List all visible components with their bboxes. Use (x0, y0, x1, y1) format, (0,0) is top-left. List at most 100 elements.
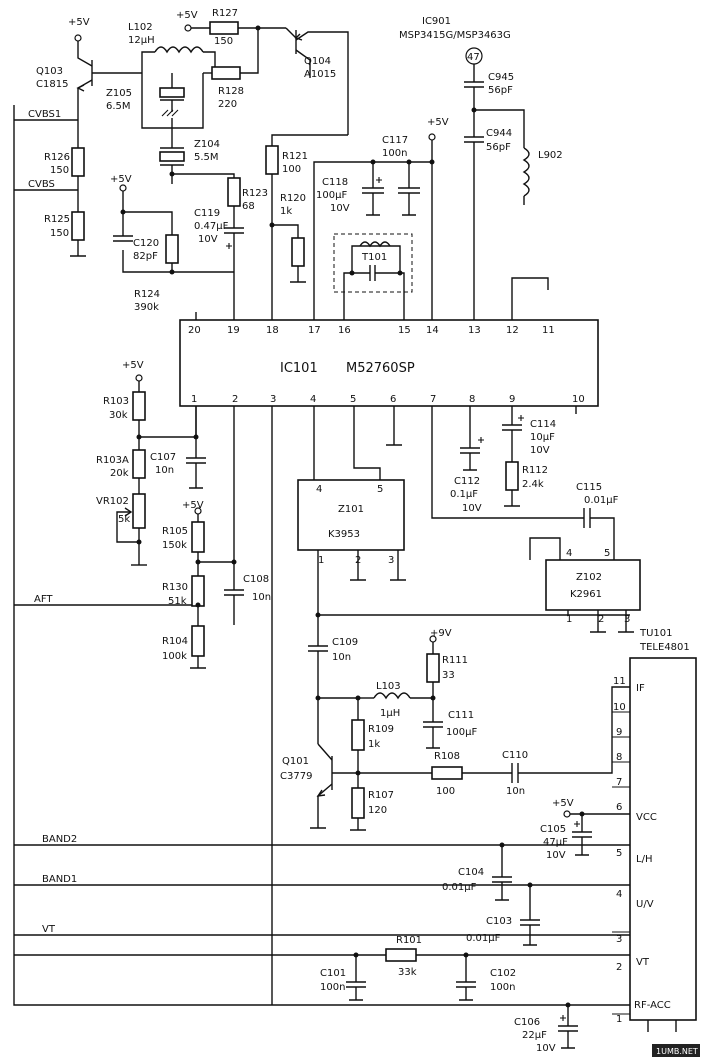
t101-ref: T101 (361, 252, 387, 263)
l102-ref: L102 (128, 22, 153, 33)
tu101-tuner (629, 657, 697, 1032)
tuner-pin-7: 7 (616, 777, 622, 788)
c105-val: 47μF (543, 837, 568, 848)
net-label-cvbs: CVBS (28, 179, 55, 190)
c109-capacitor (308, 615, 358, 744)
r125-ref: R125 (44, 214, 70, 225)
c102-val: 100n (490, 982, 515, 993)
c118-ref: C118 (322, 177, 348, 188)
r101-val: 33k (398, 967, 417, 978)
r120-val: 1k (280, 206, 292, 217)
z102-pin-4: 4 (566, 548, 572, 559)
r109-val: 1k (368, 739, 380, 750)
r126-ref: R126 (44, 152, 70, 163)
z101-pin-2: 2 (355, 555, 361, 566)
z102-pin-3: 3 (624, 614, 630, 625)
r103a-val: 20k (110, 468, 129, 479)
z104-ref: Z104 (194, 139, 220, 150)
ic101-pin-9: 9 (509, 394, 515, 405)
tuner-pin-4: 4 (616, 889, 622, 900)
t101-transformer (333, 233, 413, 320)
z101-pin-3: 3 (388, 555, 394, 566)
r105-ref: R105 (162, 526, 188, 537)
q104-transistor (285, 27, 349, 135)
z101-pin-5: 5 (377, 484, 383, 495)
c115-ref: C115 (576, 482, 602, 493)
ic101-pin-14: 14 (426, 325, 439, 336)
left-bus-lines (13, 105, 630, 1006)
tuner-pin-10: 10 (613, 702, 626, 713)
r112-val: 2.4k (522, 479, 544, 490)
z101-val: K3953 (328, 529, 360, 540)
c106-voltage: 10V (536, 1043, 556, 1054)
l102-val: 12μH (128, 35, 155, 46)
c945-val: 56pF (488, 85, 513, 96)
tu101-part: TELE4801 (639, 642, 690, 653)
l103-val: 1μH (380, 708, 400, 719)
c110-val: 10n (506, 786, 525, 797)
tuner-pin-8: 8 (616, 752, 622, 763)
r125-resistor (70, 211, 86, 257)
r127-ref: R127 (212, 8, 238, 19)
r126-val: 150 (50, 165, 69, 176)
vr102-ref: VR102 (96, 496, 129, 507)
watermark-badge (652, 1044, 700, 1057)
c104-ref: C104 (458, 867, 484, 878)
ic101-pin-6: 6 (390, 394, 396, 405)
ic101-pin-19: 19 (227, 325, 240, 336)
r103a-ref: R103A (96, 455, 129, 466)
c105-ref: C105 (540, 824, 566, 835)
r107-val: 120 (368, 805, 387, 816)
r130-ref: R130 (162, 582, 188, 593)
q103-transistor (74, 34, 142, 120)
r107-ref: R107 (368, 790, 394, 801)
q104-ref: Q104 (304, 56, 331, 67)
c102-ref: C102 (490, 968, 516, 979)
z104-val: 5.5M (194, 152, 219, 163)
r127-val: 150 (214, 36, 233, 47)
tu101-ref: TU101 (639, 628, 673, 639)
c106-ref: C106 (514, 1017, 540, 1028)
tuner-pin-3: 3 (616, 934, 622, 945)
r123-val: 68 (242, 201, 255, 212)
tuner-label-rfacc: RF-ACC (634, 1000, 671, 1011)
r128-val: 220 (218, 99, 237, 110)
q103-ref: Q103 (36, 66, 63, 77)
r121-resistor (265, 134, 348, 320)
c117-ref: C117 (382, 135, 408, 146)
c101-val: 100n (320, 982, 345, 993)
r108-val: 100 (436, 786, 455, 797)
r104-ref: R104 (162, 636, 188, 647)
r123-ref: R123 (242, 188, 268, 199)
r124-ref: R124 (134, 289, 160, 300)
c117-c118-network (313, 133, 436, 320)
net-label-band1: BAND1 (42, 874, 77, 885)
ic101-part: M52760SP (346, 361, 415, 376)
net-label-aft: AFT (34, 594, 53, 605)
c112-capacitor (460, 406, 484, 471)
ic101-pin-2: 2 (232, 394, 238, 405)
c115-capacitor (431, 406, 615, 560)
c107-val: 10n (155, 465, 174, 476)
c105-supply-label: +5V (552, 798, 574, 809)
r111-supply-label: +9V (430, 628, 452, 639)
r103-chain (116, 374, 206, 566)
tuner-label-lh: L/H (636, 854, 652, 865)
c119-ref: C119 (194, 208, 220, 219)
tuner-pin-9: 9 (616, 727, 622, 738)
c118-voltage: 10V (330, 203, 350, 214)
z101-filter (297, 406, 630, 618)
c120-ref: C120 (133, 238, 159, 249)
ic101-pin-18: 18 (266, 325, 279, 336)
r127-resistor (184, 21, 286, 35)
r123-c119-network (224, 177, 244, 320)
r109-ref: R109 (368, 724, 394, 735)
c114-ref: C114 (530, 419, 556, 430)
c107-ref: C107 (150, 452, 176, 463)
ic101-pin-1: 1 (191, 394, 197, 405)
z102-pin-1: 1 (566, 614, 572, 625)
vr102-val: 5k (118, 514, 130, 525)
ic901-part: MSP3415G/MSP3463G (399, 30, 511, 41)
l902-inductor (522, 147, 530, 205)
r120-ref: R120 (280, 193, 306, 204)
